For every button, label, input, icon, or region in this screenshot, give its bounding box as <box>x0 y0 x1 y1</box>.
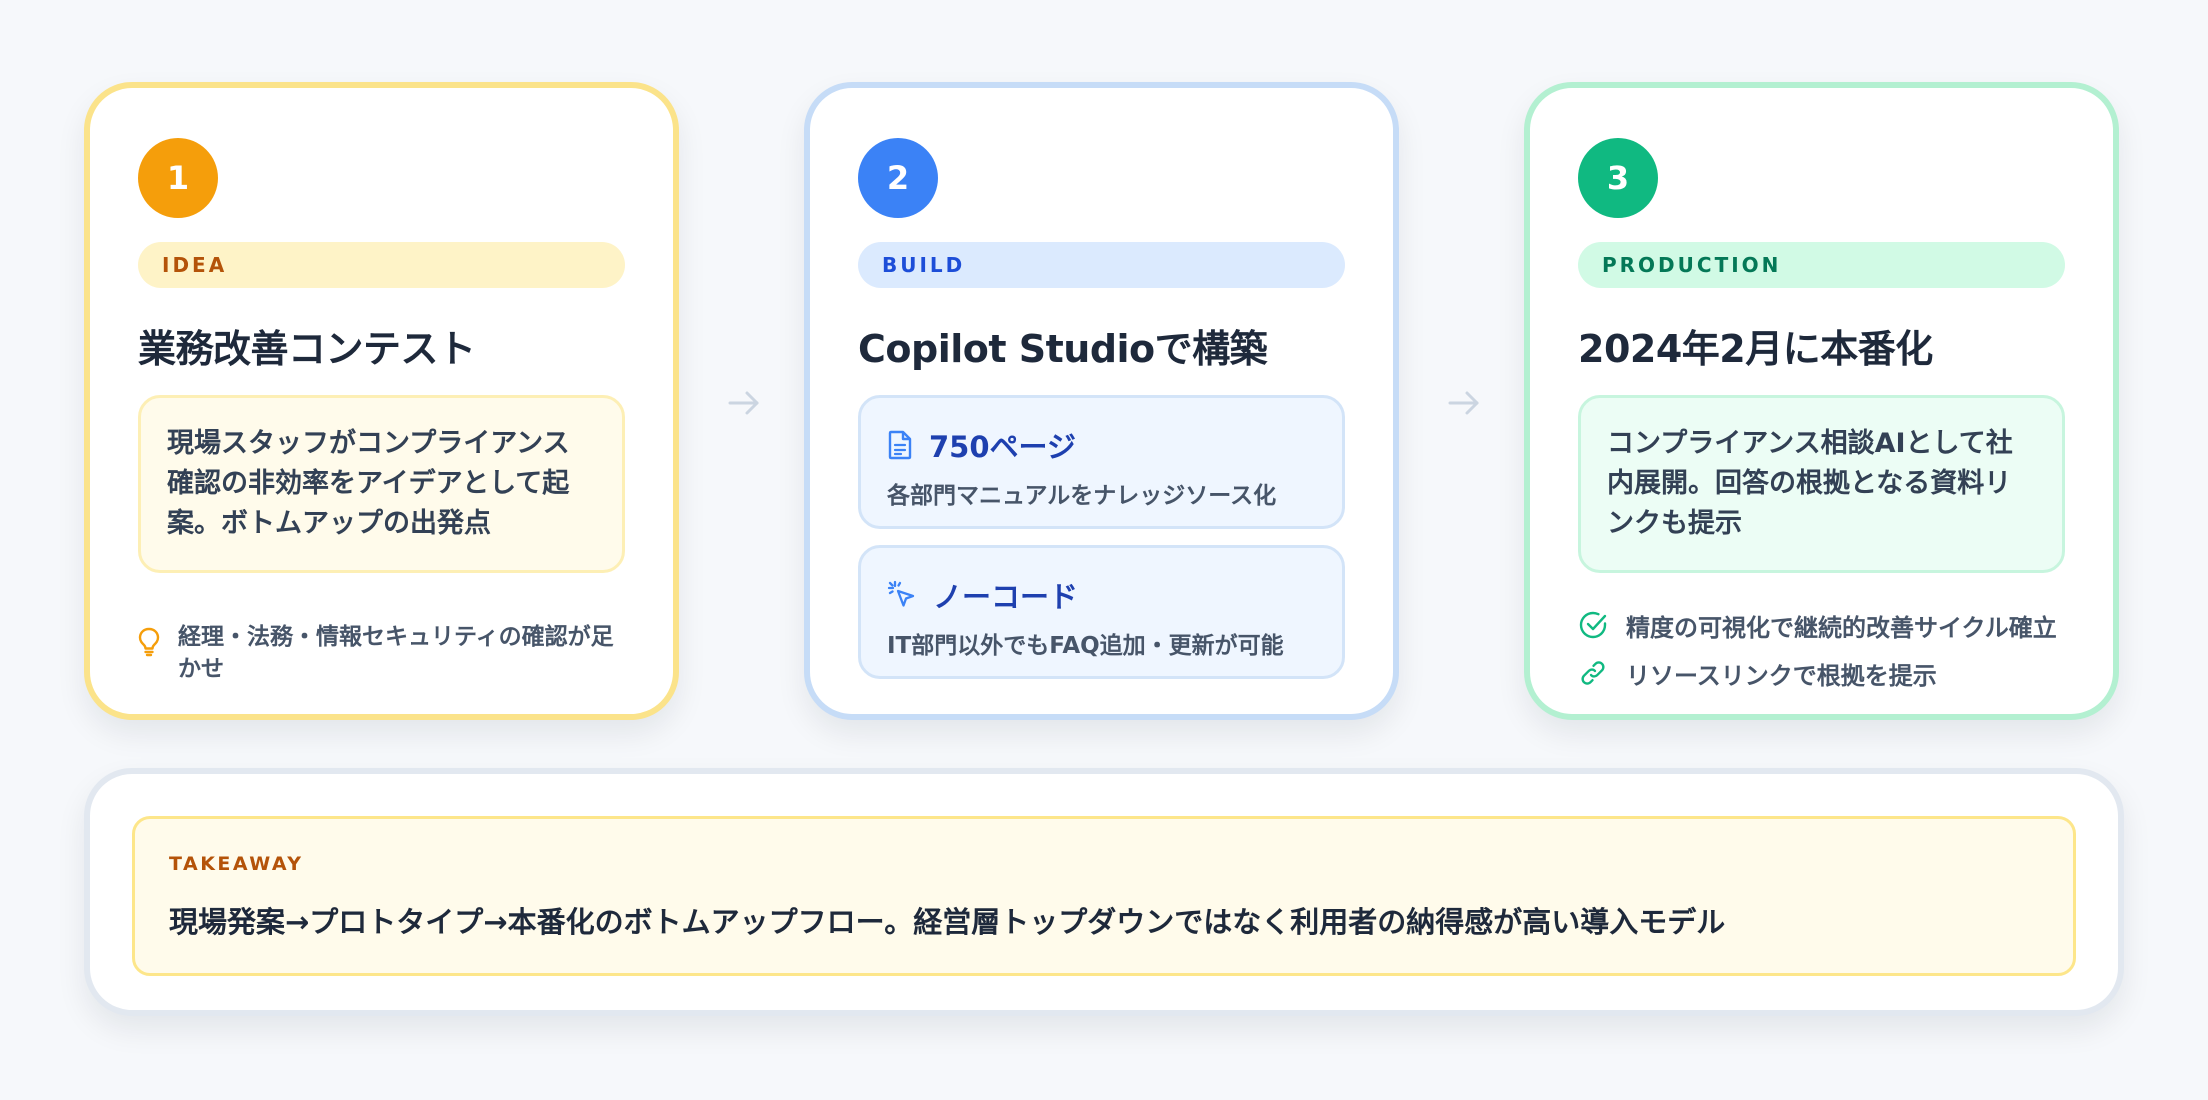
arrow-right-icon <box>1448 391 1479 415</box>
feature-subtitle: 各部門マニュアルをナレッジソース化 <box>887 483 1277 509</box>
step-number-badge: 1 <box>138 138 218 218</box>
step-description: 現場スタッフがコンプライアンス確認の非効率をアイデアとして起案。ボトムアップの出… <box>138 395 625 573</box>
step-tag: BUILD <box>858 242 1345 288</box>
step-description: コンプライアンス相談AIとして社内展開。回答の根拠となる資料リンクも提示 <box>1578 395 2065 573</box>
takeaway-label: TAKEAWAY <box>169 853 304 875</box>
check-text: 精度の可視化で継続的改善サイクル確立 <box>1626 613 2057 642</box>
step-number-badge: 2 <box>858 138 938 218</box>
step-number-badge: 3 <box>1578 138 1658 218</box>
step-card-idea: 1 IDEA 業務改善コンテスト 現場スタッフがコンプライアンス確認の非効率をア… <box>84 82 679 720</box>
step-tag: PRODUCTION <box>1578 242 2065 288</box>
feature-subtitle: IT部門以外でもFAQ追加・更新が可能 <box>887 633 1284 659</box>
cursor-click-icon <box>887 580 915 607</box>
check-list-item: 精度の可視化で継続的改善サイクル確立 <box>1578 601 2065 649</box>
takeaway-text: 現場発案→プロトタイプ→本番化のボトムアップフロー。経営層トップダウンではなく利… <box>169 905 1726 939</box>
check-text: リソースリンクで根拠を提示 <box>1626 661 1937 690</box>
lightbulb-icon <box>138 627 160 657</box>
arrow-right-icon <box>728 391 759 415</box>
link-icon <box>1581 661 1605 685</box>
check-list: 精度の可視化で継続的改善サイクル確立 リソースリンクで根拠を提示 <box>1578 601 2065 697</box>
step-title: Copilot Studioで構築 <box>858 327 1268 371</box>
feature-title: ノーコード <box>933 580 1079 614</box>
step-note-text: 経理・法務・情報セキュリティの確認が足かせ <box>178 624 614 682</box>
feature-title: 750ページ <box>929 430 1076 464</box>
document-icon <box>888 430 912 460</box>
takeaway-panel: TAKEAWAY 現場発案→プロトタイプ→本番化のボトムアップフロー。経営層トッ… <box>84 768 2124 1016</box>
step-title: 業務改善コンテスト <box>138 327 476 371</box>
step-title: 2024年2月に本番化 <box>1578 327 1933 371</box>
step-card-build: 2 BUILD Copilot Studioで構築 750ページ 各部門マニュア… <box>804 82 1399 720</box>
feature-box-knowledge: 750ページ 各部門マニュアルをナレッジソース化 <box>858 395 1345 529</box>
step-note: 経理・法務・情報セキュリティの確認が足かせ <box>138 621 625 685</box>
check-circle-icon <box>1579 611 1607 639</box>
feature-box-nocode: ノーコード IT部門以外でもFAQ追加・更新が可能 <box>858 545 1345 679</box>
step-tag: IDEA <box>138 242 625 288</box>
takeaway-box: TAKEAWAY 現場発案→プロトタイプ→本番化のボトムアップフロー。経営層トッ… <box>132 816 2076 976</box>
check-list-item: リソースリンクで根拠を提示 <box>1578 649 2065 697</box>
step-card-production: 3 PRODUCTION 2024年2月に本番化 コンプライアンス相談AIとして… <box>1524 82 2119 720</box>
